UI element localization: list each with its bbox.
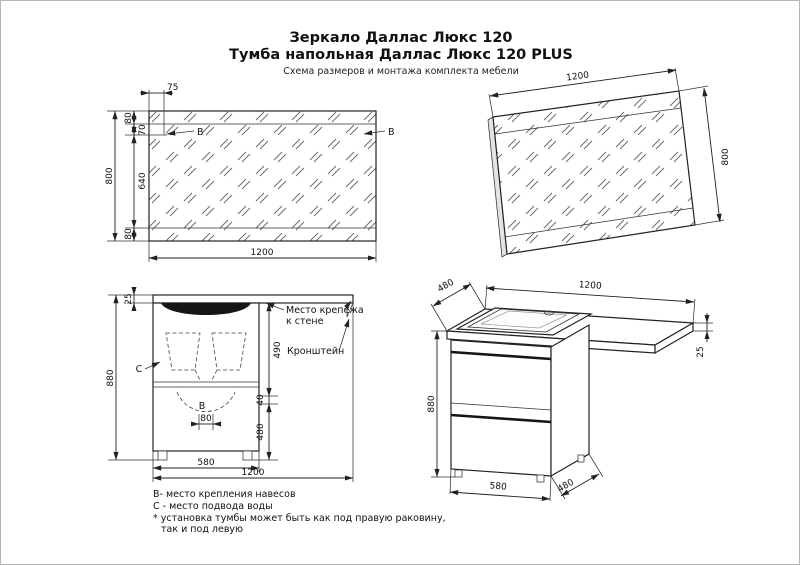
title-block: Зеркало Даллас Люкс 120 Тумба напольная … [229, 30, 573, 77]
cabinet-front-dim-height-label: 880 [106, 369, 116, 386]
mirror-front-dim-strip-bottom-label: 80 [124, 228, 134, 240]
cabinet-persp-handle-top [450, 350, 552, 361]
cabinet-front-water-callout: С [136, 361, 161, 375]
cabinet-persp-drawer-split [450, 402, 552, 411]
cabinet-front-bracket-label: Кронштейн [287, 346, 344, 357]
legend-line3: * установка тумбы может быть как под пра… [153, 513, 446, 524]
cabinet-persp-dim-width-label: 1200 [578, 280, 602, 292]
legend-line2: С - место подвода воды [153, 501, 273, 512]
cabinet-persp-side-face [550, 323, 590, 478]
legend-line4: так и под левую [161, 524, 243, 535]
legend-line1: В- место крепления навесов [153, 489, 296, 500]
page-title-line1: Зеркало Даллас Люкс 120 [289, 30, 512, 46]
cabinet-front-countertop [152, 294, 354, 304]
cabinet-persp-handle-bottom [450, 413, 552, 424]
mirror-front-dim-chain: 80 70 640 80 [124, 110, 148, 242]
page-subtitle: Схема размеров и монтажа комплекта мебел… [283, 66, 519, 77]
mirror-front-view: 75 80 70 640 80 800 1200 В В [105, 83, 395, 262]
mirror-persp-dim-height-label: 800 [721, 148, 731, 165]
mirror-front-dim-strip-top-label: 80 [124, 112, 134, 124]
cabinet-front-foot-right [242, 450, 253, 461]
cabinet-persp-dim-top-thickness-label: 25 [696, 346, 706, 357]
legend: В- место крепления навесов С - место под… [153, 489, 446, 535]
mirror-front-extension-lines [107, 90, 377, 262]
mirror-persp-bottom-strip [504, 207, 694, 238]
cabinet-front-sink-hidden-right [211, 332, 247, 371]
mirror-front-hook-left-label: В [197, 127, 204, 138]
cabinet-persp-dim-width-line [485, 285, 695, 305]
cabinet-front-dim-upper-right-label: 490 [273, 341, 283, 358]
mirror-persp-dim-width-label: 1200 [566, 70, 590, 83]
mirror-persp-dim-height-line [702, 87, 722, 223]
cabinet-front-dim-hook-label: 80 [200, 414, 212, 424]
mirror-front-dim-offset: 75 [140, 83, 178, 96]
cabinet-front-wall-mount-callout: Место крепежа к стене [265, 300, 364, 327]
cabinet-persp-dim-depth-top-label: 480 [436, 278, 456, 295]
mirror-perspective-view: 1200 800 [487, 67, 731, 258]
mirror-persp-extension-lines [488, 67, 725, 226]
cabinet-front-wall-mount-label2: к стене [286, 316, 324, 327]
cabinet-front-wall-mount-label1: Место крепежа [286, 305, 364, 316]
cabinet-front-bracket-callout: Кронштейн [287, 318, 350, 357]
cabinet-front-sink-hidden-left [165, 332, 201, 371]
cabinet-persp-sink [454, 307, 594, 336]
cabinet-front-hook-dim: 80 В [190, 401, 222, 427]
mirror-front-hook-callouts: В В [166, 127, 395, 138]
cabinet-front-right-chain: 490 40 480 [256, 302, 283, 461]
cabinet-perspective-view: 880 480 1200 25 580 480 [427, 278, 713, 502]
mirror-persp-panel [492, 90, 696, 255]
mirror-persp-dim-width-line [489, 68, 677, 98]
cabinet-persp-dim-depth-bottom-line [560, 473, 600, 497]
cabinet-front-drain-hidden [194, 369, 218, 383]
mirror-front-hook-right-label: В [388, 127, 395, 138]
mirror-front-dim-hook-label: 70 [138, 124, 148, 136]
cabinet-front-dim-cabinet-label: 580 [197, 458, 214, 468]
sink-faucet-hole [544, 310, 554, 316]
sink-basin [466, 308, 581, 333]
mirror-persp-top-strip [494, 107, 682, 135]
cabinet-persp-front-face [450, 339, 552, 477]
cabinet-persp-dim-cabinet-label: 580 [489, 481, 507, 492]
mirror-front-dim-height-label: 800 [105, 167, 115, 184]
cabinet-persp-dim-cabinet-line [449, 489, 551, 502]
page-title-line2: Тумба напольная Даллас Люкс 120 PLUS [229, 47, 573, 63]
cabinet-persp-dim-depth-bottom-label: 480 [556, 478, 576, 495]
cabinet-front-water-label: С [136, 364, 143, 375]
mirror-front-panel [148, 110, 377, 242]
cabinet-front-dim-top: 25 [124, 286, 137, 312]
cabinet-front-hook-label: В [199, 401, 206, 412]
cabinet-front-dim-small-right-label: 40 [256, 394, 266, 406]
cabinet-persp-foot-back [577, 454, 585, 463]
cabinet-front-body [152, 302, 260, 452]
cabinet-persp-dim-depth-top-line [432, 283, 472, 307]
mirror-front-dim-offset-label: 75 [167, 83, 178, 93]
cabinet-persp-foot-front-left [454, 469, 463, 478]
cabinet-front-sink-silhouette [161, 303, 251, 315]
cabinet-front-dim-total-label: 1200 [242, 468, 265, 478]
cabinet-front-foot-left [157, 450, 168, 461]
cabinet-front-siphon-cutout [176, 391, 236, 412]
cabinet-front-view: 25 880 490 40 480 80 В С [106, 286, 364, 482]
cabinet-persp-foot-front-right [536, 474, 545, 483]
cabinet-persp-dim-top-thickness: 25 [696, 313, 710, 358]
mirror-front-dim-mid-label: 640 [138, 172, 148, 189]
cabinet-front-dim-top-label: 25 [124, 293, 134, 304]
cabinet-front-dim-lower-right-label: 480 [256, 423, 266, 440]
cabinet-persp-dim-height-label: 880 [427, 395, 437, 412]
sink-basin-floor [480, 310, 568, 329]
mirror-front-dim-width-label: 1200 [251, 248, 274, 258]
